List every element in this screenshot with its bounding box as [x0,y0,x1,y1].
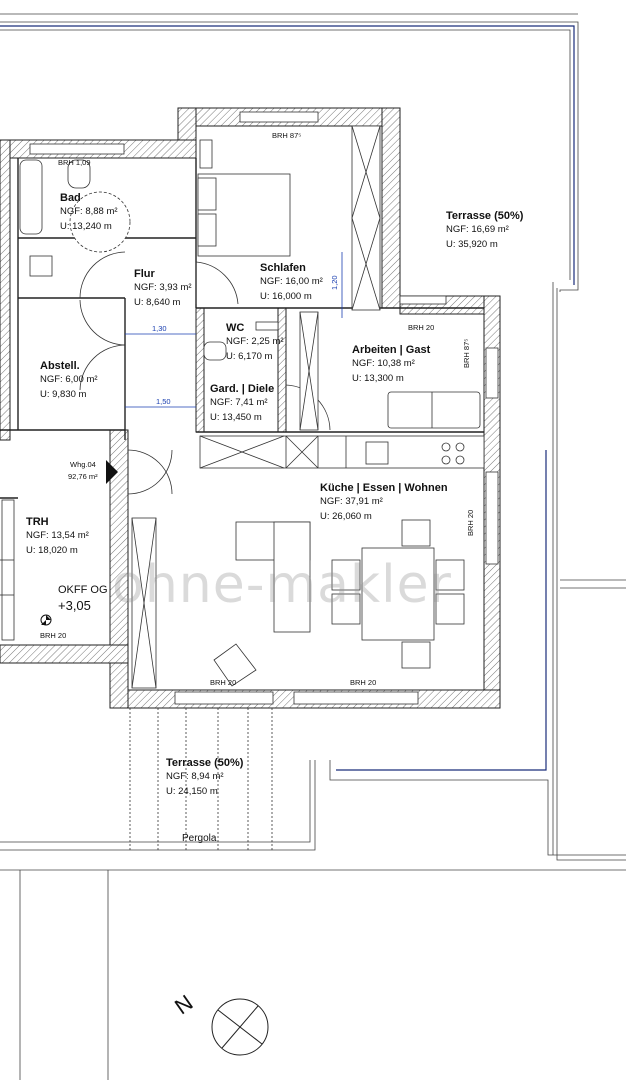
room-wc: WC NGF: 2,25 m² U: 6,170 m [226,322,284,364]
pergola-label: Pergola [182,833,217,844]
level-marker-icon [40,614,52,626]
terrace-railing [0,25,575,771]
terrace-outline [0,13,626,1080]
dimension-label: 1,50 [156,397,171,406]
room-terrasse-s: Terrasse (50%) NGF: 8,94 m² U: 24,150 m [166,757,243,799]
dimension-lines [125,252,343,408]
doors [79,251,331,495]
brh-label: BRH 20 [210,678,237,687]
room-ngf: NGF: 2,25 m² [226,336,284,347]
entrance-arrow [106,460,118,484]
room-flur: Flur NGF: 3,93 m² U: 8,640 m [134,268,192,310]
room-ngf: NGF: 10,38 m² [352,358,415,369]
room-name: Terrasse (50%) [446,210,524,222]
room-ngf: NGF: 7,41 m² [210,397,268,408]
room-name: Abstell. [40,360,80,372]
room-ngf: NGF: 8,88 m² [60,206,118,217]
room-perimeter: U: 26,060 m [320,511,372,522]
room-arbeiten: Arbeiten | Gast NGF: 10,38 m² U: 13,300 … [352,344,430,386]
room-trh: TRH NGF: 13,54 m² U: 18,020 m [26,516,89,558]
room-perimeter: U: 13,240 m [60,221,112,232]
room-name: Schlafen [260,262,306,274]
room-name: Bad [60,192,81,204]
room-perimeter: U: 13,300 m [352,373,404,384]
room-perimeter: U: 16,000 m [260,291,312,302]
room-terrasse-ne: Terrasse (50%) NGF: 16,69 m² U: 35,920 m [446,210,523,252]
room-kueche: Küche | Essen | Wohnen NGF: 37,91 m² U: … [320,482,448,524]
furniture-kitchen [199,435,485,469]
brh-label: BRH 87⁵ [462,338,471,368]
furniture-living [131,517,465,689]
room-schlafen: Schlafen NGF: 16,00 m² U: 16,000 m [260,262,323,304]
room-ngf: NGF: 6,00 m² [40,374,98,385]
watermark: ohne-makler [112,555,452,615]
room-name: Flur [134,268,155,280]
room-name: Terrasse (50%) [166,757,244,769]
room-name: Küche | Essen | Wohnen [320,482,448,494]
room-garderobe: Gard. | Diele NGF: 7,41 m² U: 13,450 m [210,383,274,425]
room-perimeter: U: 24,150 m [166,786,218,797]
room-perimeter: U: 6,170 m [226,351,273,362]
room-perimeter: U: 13,450 m [210,412,262,423]
room-ngf: NGF: 3,93 m² [134,282,192,293]
room-abstell: Abstell. NGF: 6,00 m² U: 9,830 m [40,360,98,402]
brh-label: BRH 20 [408,323,435,332]
room-perimeter: U: 35,920 m [446,239,498,250]
stair [0,499,15,641]
room-name: Arbeiten | Gast [352,344,431,356]
furniture-bath [19,159,279,361]
furniture-office [387,391,481,429]
level-value: +3,05 [58,598,91,613]
furniture-bed [197,125,381,311]
room-ngf: NGF: 37,91 m² [320,496,383,507]
room-ngf: NGF: 16,00 m² [260,276,323,287]
room-name: WC [226,322,245,334]
apartment-name: Whg.04 [70,460,96,469]
apartment-area: 92,76 m² [68,472,98,481]
room-bad: Bad NGF: 8,88 m² U: 13,240 m [60,192,118,234]
room-perimeter: U: 18,020 m [26,545,78,556]
dimension-label: 1,20 [330,275,339,290]
brh-label: BRH 20 [40,631,67,640]
room-name: Gard. | Diele [210,383,275,395]
dimension-label: 1,30 [152,324,167,333]
compass-icon [211,998,269,1056]
room-ngf: NGF: 13,54 m² [26,530,89,541]
brh-label: BRH 1,09 [58,158,91,167]
brh-label: BRH 20 [350,678,377,687]
windows [29,111,499,705]
level-label: OKFF OG [58,584,108,596]
room-name: TRH [26,516,49,528]
room-perimeter: U: 9,830 m [40,389,87,400]
brh-label: BRH 20 [466,509,475,536]
room-ngf: NGF: 8,94 m² [166,771,224,782]
brh-label: BRH 87⁵ [272,131,302,140]
room-ngf: NGF: 16,69 m² [446,224,509,235]
room-perimeter: U: 8,640 m [134,297,181,308]
